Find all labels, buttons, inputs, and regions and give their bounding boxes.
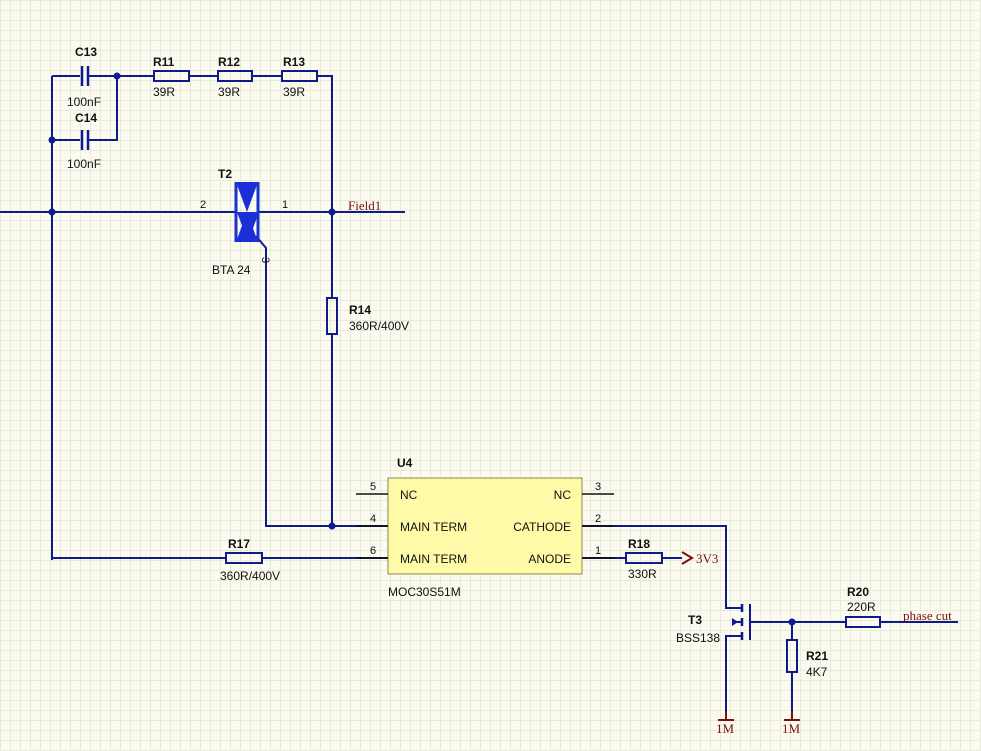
u4-pin-1-name: ANODE (528, 552, 571, 566)
u4-pin-5-num: 5 (370, 481, 376, 493)
r11-value: 39R (153, 85, 175, 99)
junction (328, 522, 336, 530)
resistor-r11[interactable]: R11 39R (153, 55, 190, 99)
resistor-r21[interactable]: R21 4K7 (786, 639, 828, 679)
t2-ref: T2 (218, 167, 232, 181)
capacitor-c13[interactable]: C13 100nF (67, 45, 101, 109)
r17-value: 360R/400V (220, 569, 280, 583)
c14-value: 100nF (67, 157, 101, 171)
ground-port-1: 1M (716, 712, 735, 736)
u4-ref: U4 (397, 456, 413, 470)
t3-ref: T3 (688, 613, 702, 627)
u4-pin-4-num: 4 (370, 513, 376, 525)
u4-part: MOC30S51M (388, 585, 461, 599)
u4-pin-5-name: NC (400, 488, 418, 502)
net-label-phase-cut: phase cut (903, 608, 952, 623)
resistor-r17[interactable]: R17 360R/400V (220, 537, 280, 583)
triac-t2[interactable]: T2 BTA 24 2 1 3 (200, 167, 288, 277)
t2-pin-1: 1 (282, 199, 288, 211)
net-label-gnd-2: 1M (782, 721, 801, 736)
net-label-gnd-1: 1M (716, 721, 735, 736)
junctions (48, 72, 796, 626)
resistor-r13[interactable]: R13 39R (281, 55, 318, 99)
wire-cap-loop (52, 75, 118, 141)
r21-value: 4K7 (806, 665, 828, 679)
net-label-3v3: 3V3 (696, 551, 718, 566)
power-port-3v3: 3V3 (681, 551, 718, 566)
resistor-r18[interactable]: R18 330R (625, 537, 663, 581)
wire-resistor-chain (117, 75, 333, 212)
t2-pin-3: 3 (259, 257, 271, 263)
ic-u4[interactable]: U4 MOC30S51M 5 NC 4 MAIN TERM 6 MAIN TER… (356, 456, 614, 599)
capacitor-c14[interactable]: C14 100nF (67, 111, 101, 171)
r12-ref: R12 (218, 55, 240, 69)
junction (328, 208, 336, 216)
c13-ref: C13 (75, 45, 97, 59)
r14-value: 360R/400V (349, 319, 409, 333)
wire-cathode (582, 525, 727, 605)
r18-ref: R18 (628, 537, 650, 551)
mosfet-t3[interactable]: T3 BSS138 (676, 604, 751, 645)
junction (113, 72, 121, 80)
junction (788, 618, 796, 626)
u4-pin-6-name: MAIN TERM (400, 552, 467, 566)
r20-value: 220R (847, 600, 876, 614)
u4-pin-2-name: CATHODE (513, 520, 571, 534)
r13-value: 39R (283, 85, 305, 99)
t3-value: BSS138 (676, 631, 720, 645)
ground-port-2: 1M (782, 712, 801, 736)
wire-gate (255, 235, 388, 527)
t2-value: BTA 24 (212, 263, 251, 277)
wires (0, 75, 958, 720)
resistor-r20[interactable]: R20 220R (845, 585, 881, 628)
u4-pin-3-name: NC (554, 488, 572, 502)
r12-value: 39R (218, 85, 240, 99)
c14-ref: C14 (75, 111, 97, 125)
r11-ref: R11 (153, 55, 175, 69)
resistor-r14[interactable]: R14 360R/400V (326, 297, 409, 335)
u4-pin-2-num: 2 (595, 513, 601, 525)
r21-ref: R21 (806, 649, 828, 663)
r13-ref: R13 (283, 55, 305, 69)
junction (48, 136, 56, 144)
r17-ref: R17 (228, 537, 250, 551)
t2-pin-2: 2 (200, 199, 206, 211)
u4-pin-1-num: 1 (595, 545, 601, 557)
u4-pin-4-name: MAIN TERM (400, 520, 467, 534)
r18-value: 330R (628, 567, 657, 581)
c13-value: 100nF (67, 95, 101, 109)
u4-pin-3-num: 3 (595, 481, 601, 493)
junction (48, 208, 56, 216)
net-label-field1: Field1 (348, 198, 381, 213)
u4-pin-6-num: 6 (370, 545, 376, 557)
r14-ref: R14 (349, 303, 371, 317)
resistor-r12[interactable]: R12 39R (217, 55, 253, 99)
r20-ref: R20 (847, 585, 869, 599)
